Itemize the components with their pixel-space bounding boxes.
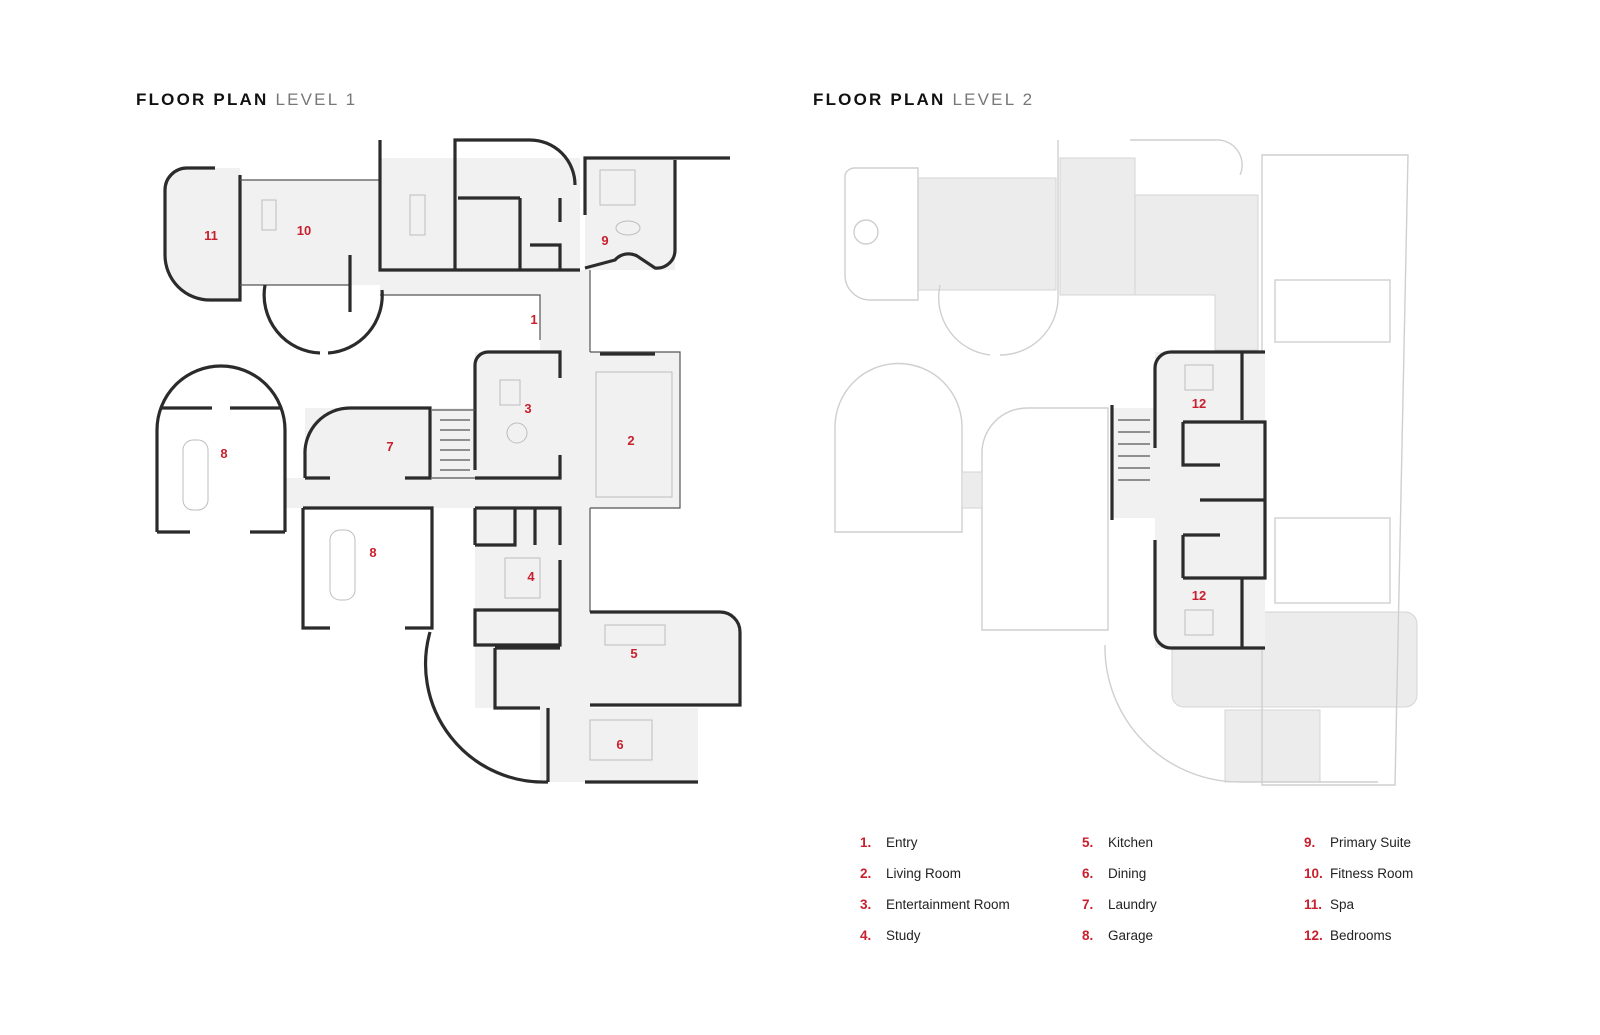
level-1-title-light: LEVEL 1 (275, 90, 358, 109)
room-label-kitchen: 5 (630, 646, 637, 661)
legend-item: 9. Primary Suite (1304, 835, 1411, 850)
legend-number: 3. (860, 897, 872, 912)
legend-number: 5. (1082, 835, 1094, 850)
level-2-title: FLOOR PLAN LEVEL 2 (813, 90, 1034, 110)
legend-number: 8. (1082, 928, 1094, 943)
level-1-plan: 1 2 3 4 5 6 7 8 8 9 10 11 (155, 138, 742, 784)
level-2-plan: 12 12 (834, 139, 1418, 786)
legend-label: Dining (1108, 866, 1147, 881)
legend-label: Study (886, 928, 921, 943)
legend-label: Garage (1108, 928, 1154, 943)
legend-number: 2. (860, 866, 872, 881)
room-label-entry: 1 (530, 312, 537, 327)
legend-number: 6. (1082, 866, 1094, 881)
level-2-title-light: LEVEL 2 (952, 90, 1035, 109)
legend-number: 7. (1082, 897, 1094, 912)
legend-number: 12. (1304, 928, 1323, 943)
legend-number: 11. (1304, 897, 1323, 912)
legend-item: 6. Dining (1082, 866, 1146, 881)
room-label-study: 4 (527, 569, 535, 584)
room-label-living-room: 2 (627, 433, 634, 448)
legend-number: 10. (1304, 866, 1323, 881)
legend-item: 11. Spa (1304, 897, 1354, 912)
room-label-entertainment-room: 3 (524, 401, 531, 416)
room-label-garage-2: 8 (369, 545, 376, 560)
legend-label: Living Room (886, 866, 962, 881)
level-2-title-bold: FLOOR PLAN (813, 90, 946, 109)
legend-item: 5. Kitchen (1082, 835, 1153, 850)
legend-item: 12. Bedrooms (1304, 928, 1392, 943)
room-label-fitness-room: 10 (297, 223, 311, 238)
room-label-laundry: 7 (386, 439, 393, 454)
room-label-bedroom-2: 12 (1192, 588, 1206, 603)
legend-number: 4. (860, 928, 872, 943)
legend-item: 1. Entry (860, 835, 918, 850)
legend-label: Primary Suite (1330, 835, 1412, 850)
legend-label: Spa (1330, 897, 1355, 912)
legend-label: Entry (886, 835, 918, 850)
legend-label: Laundry (1108, 897, 1157, 912)
legend-item: 2. Living Room (860, 866, 961, 881)
legend-label: Fitness Room (1330, 866, 1414, 881)
legend-item: 8. Garage (1082, 928, 1153, 943)
room-label-primary-suite: 9 (601, 233, 608, 248)
legend-item: 3. Entertainment Room (860, 897, 1010, 912)
room-label-garage-1: 8 (220, 446, 227, 461)
legend-label: Kitchen (1108, 835, 1154, 850)
legend-item: 4. Study (860, 928, 921, 943)
legend-label: Entertainment Room (886, 897, 1010, 912)
legend-item: 10. Fitness Room (1304, 866, 1413, 881)
room-label-dining: 6 (616, 737, 623, 752)
level-1-title: FLOOR PLAN LEVEL 1 (136, 90, 357, 110)
legend-label: Bedrooms (1330, 928, 1392, 943)
legend-number: 1. (860, 835, 872, 850)
room-label-spa: 11 (204, 228, 218, 243)
level-1-title-bold: FLOOR PLAN (136, 90, 269, 109)
legend-number: 9. (1304, 835, 1316, 850)
legend-item: 7. Laundry (1082, 897, 1157, 912)
room-label-bedroom-1: 12 (1192, 396, 1206, 411)
